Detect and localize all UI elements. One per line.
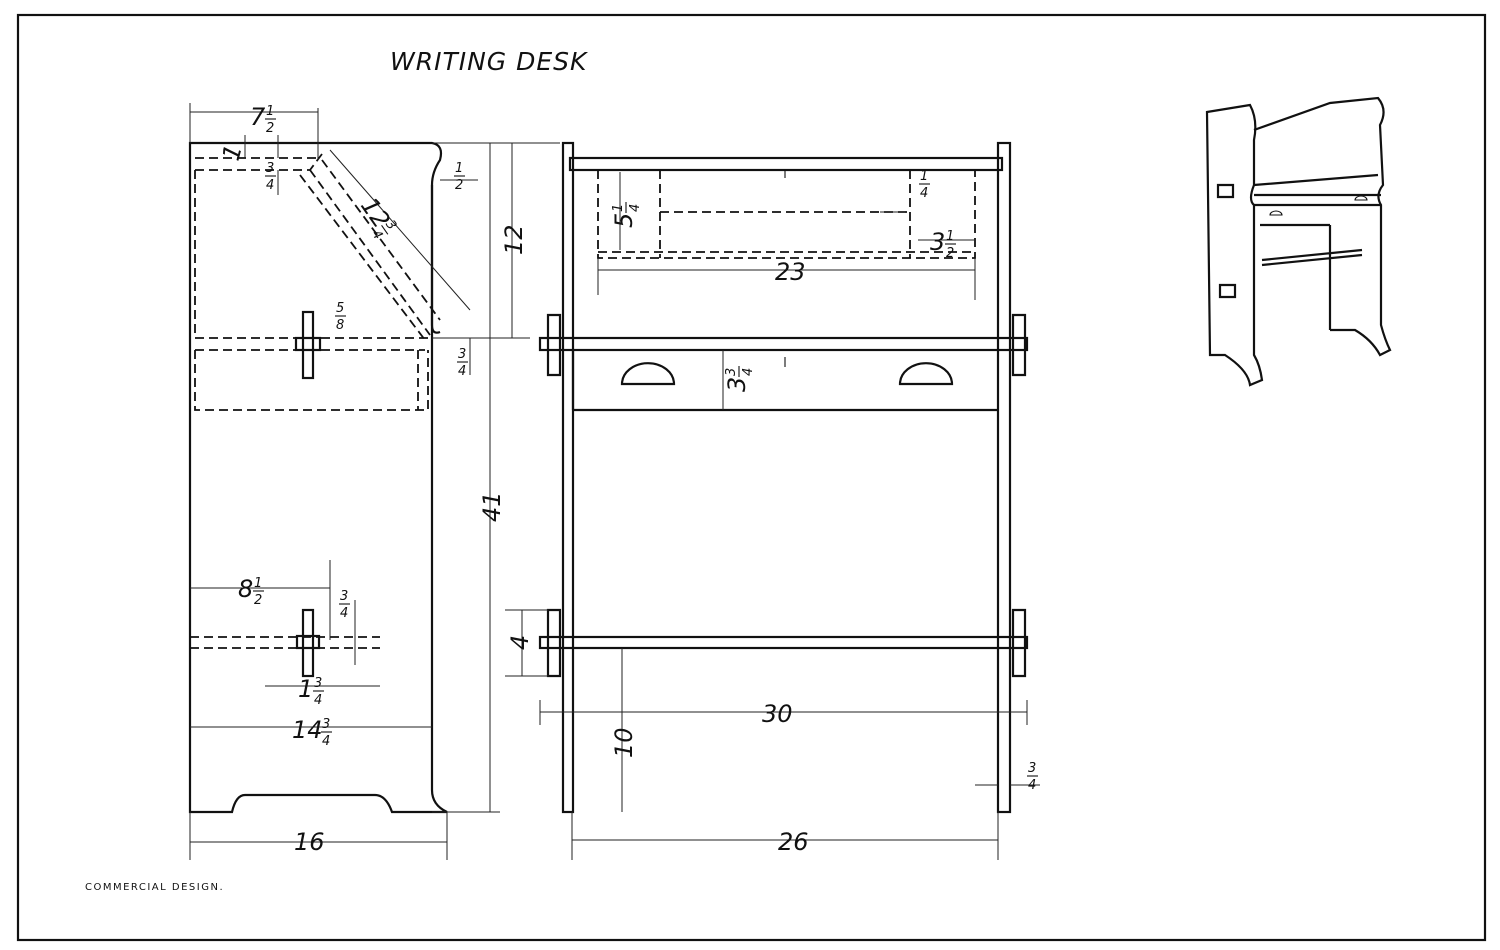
footer-caption: COMMERCIAL DESIGN. [85, 882, 224, 893]
dimension-whole: 8 [238, 575, 253, 603]
dimension-whole: 14 [292, 716, 323, 744]
side-view [188, 103, 560, 860]
dimension-cabinet-width: 23 [775, 258, 806, 286]
dimension-denominator: 2 [254, 593, 262, 608]
dimension-denominator: 2 [266, 121, 274, 136]
drawer-pull-icon [620, 362, 954, 386]
dimension-inner-width: 26 [778, 828, 809, 856]
dimension-numerator: 3 [458, 347, 466, 362]
dimension-numerator: 3 [340, 589, 348, 604]
dimension-numerator: 3 [724, 368, 739, 376]
dimension-numerator: 1 [266, 104, 274, 119]
dimension-whole: 30 [762, 700, 793, 728]
dimension-whole: 4 [506, 635, 534, 650]
perspective-sketch [1205, 96, 1392, 387]
dimension-denominator: 4 [314, 693, 322, 708]
dimension-divider-thick: 14 [919, 169, 930, 201]
dimension-numerator: 3 [322, 717, 330, 732]
dimension-whole: 23 [775, 258, 806, 286]
dimension-whole: 16 [294, 828, 325, 856]
dimension-shelf-height: 10 [610, 727, 638, 758]
dimension-denominator: 8 [336, 318, 344, 333]
fraction-bar [381, 224, 389, 235]
dimension-numerator: 1 [946, 229, 954, 244]
dimension-whole: 41 [478, 491, 506, 522]
dimension-panel-thick: 34 [1027, 761, 1038, 793]
front-view [505, 141, 1040, 860]
dimension-whole: 7 [250, 103, 266, 131]
dimension-side-depth: 16 [294, 828, 325, 856]
dimension-whole: 5 [610, 213, 638, 228]
dimension-shelf-thick: 34 [265, 161, 276, 193]
dimension-tenon-width: 58 [335, 301, 346, 333]
dimension-lower-thick: 34 [339, 589, 350, 621]
dimension-whole: 10 [610, 727, 638, 758]
dimension-numerator: 1 [611, 204, 626, 212]
dimension-whole: 3 [930, 228, 945, 256]
dimension-denominator: 4 [322, 734, 330, 749]
dimension-overall-width: 30 [762, 700, 793, 728]
sheet-border [16, 13, 1487, 942]
dimension-denominator: 4 [628, 204, 643, 212]
dimension-denominator: 2 [946, 246, 954, 261]
dimension-whole: 1 [298, 675, 313, 703]
dimension-total-height: 41 [478, 491, 506, 522]
dimension-denominator: 4 [458, 364, 466, 379]
dimension-denominator: 2 [455, 178, 463, 193]
dimension-denominator: 4 [266, 178, 274, 193]
dimension-whole: 3 [723, 377, 751, 392]
dimension-denominator: 4 [741, 368, 756, 376]
dimension-denominator: 4 [920, 186, 928, 201]
dimension-writing-thick: 34 [457, 347, 468, 379]
dimension-numerator: 5 [336, 301, 344, 316]
dimension-numerator: 3 [314, 676, 322, 691]
dimension-whole: 1 [217, 142, 248, 164]
dimension-numerator: 1 [920, 169, 928, 184]
dimension-numerator: 1 [455, 161, 463, 176]
dimension-upper-height: 12 [500, 224, 528, 255]
dimension-denominator: 4 [340, 606, 348, 621]
dimension-tenon-height: 4 [506, 635, 534, 650]
dimension-top-thick: 1 [217, 142, 248, 164]
dimension-edge-recess: 12 [454, 161, 465, 193]
drawing-title: WRITING DESK [390, 47, 589, 76]
dimension-numerator: 1 [254, 576, 262, 591]
dimension-denominator: 4 [1028, 778, 1036, 793]
dimension-whole: 12 [500, 224, 528, 255]
dimension-numerator: 3 [1028, 761, 1036, 776]
dimension-whole: 26 [778, 828, 809, 856]
dimension-numerator: 3 [266, 161, 274, 176]
